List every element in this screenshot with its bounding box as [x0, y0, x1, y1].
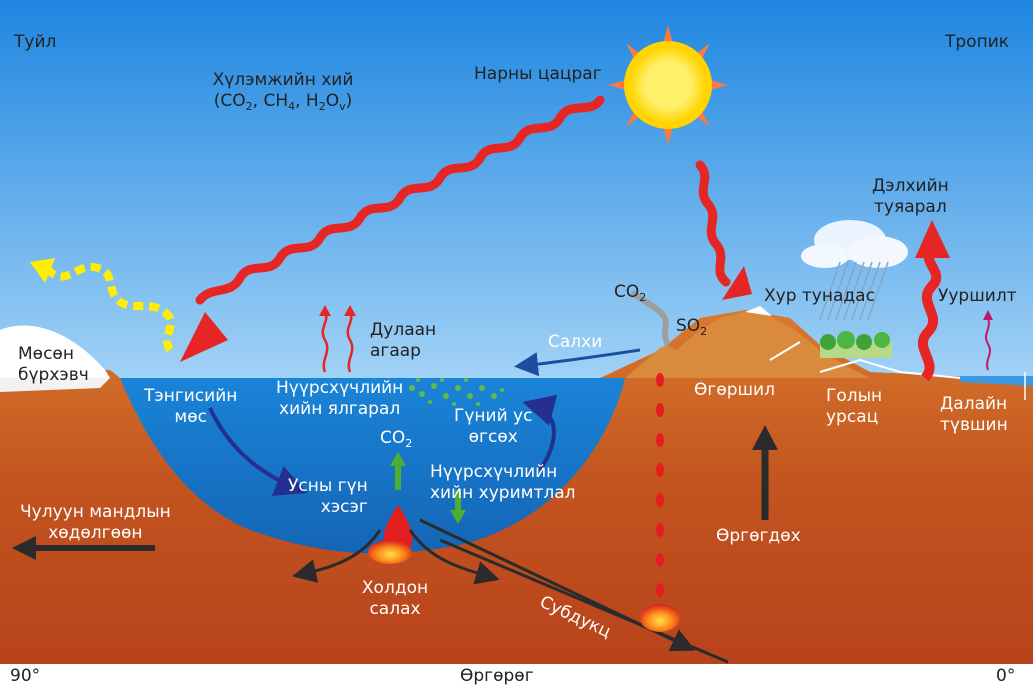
deep-water-arrow — [208, 407, 308, 496]
trees — [820, 331, 892, 358]
greenhouse-formula: (CO2, CH4, H2Ov) — [213, 91, 353, 113]
evaporation-arrow — [985, 317, 991, 371]
solar-radiation-label: Нарны цацраг — [474, 64, 602, 84]
radiation-arrow-long — [195, 95, 605, 305]
ice-cap — [0, 325, 110, 378]
so2-label: SO2 — [676, 316, 708, 338]
volcano-smoke — [629, 289, 671, 347]
upwelling-arrow — [522, 394, 558, 472]
global-transport-arrow — [917, 246, 942, 382]
ocean — [120, 378, 625, 554]
polar-label: Туйл — [14, 32, 57, 52]
axis-left-label: 90° — [10, 666, 41, 686]
axis-right-label: 0° — [996, 666, 1016, 686]
wind-arrow — [514, 348, 641, 377]
rain-streaks — [819, 261, 889, 321]
erosion-label: Өгөршил — [694, 380, 775, 400]
radiation-arrowhead-long — [180, 312, 228, 362]
mountain — [625, 312, 870, 378]
co2-volcano-label: CO2 — [614, 282, 647, 304]
greenhouse-gas-label: Хүлэмжийн хий (CO2, CH4, H2Ov) — [178, 70, 388, 117]
wind-label: Салхи — [548, 332, 603, 352]
axis-center-label: Өргөрөг — [460, 666, 534, 686]
evaporation-label: Ууршилт — [938, 286, 1017, 306]
greenhouse-title: Хүлэмжийн хий — [212, 70, 354, 90]
sun-icon — [608, 25, 728, 145]
uplift-label: Өргөгдөх — [716, 526, 801, 546]
co2-sea-label: CO2 — [380, 428, 413, 450]
cloud — [801, 220, 908, 268]
magma-ridge — [368, 505, 413, 564]
subduction-magma — [640, 604, 680, 632]
precipitation-label: Хур тунадас — [764, 286, 875, 306]
warm-air-arrows — [321, 311, 354, 373]
carbon-dots — [409, 378, 504, 406]
heat-escape-arrow — [41, 261, 175, 353]
radiation-arrow-short — [695, 160, 731, 287]
magma-conduit — [656, 373, 664, 597]
tropic-label: Тропик — [945, 32, 1010, 52]
drift-arrowhead — [12, 536, 36, 560]
uplift-arrowhead — [752, 425, 778, 450]
